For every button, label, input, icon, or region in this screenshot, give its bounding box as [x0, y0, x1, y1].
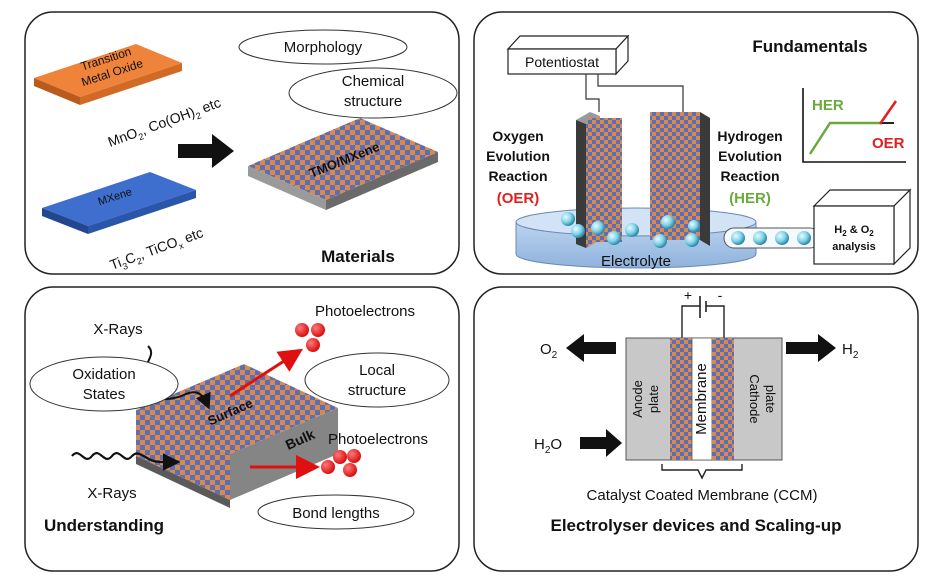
chemical-label-line1: Chemical: [342, 73, 405, 90]
local-label-line1: Local: [359, 362, 395, 379]
ccm-bracket: [661, 464, 743, 480]
h2-arrow: [786, 334, 836, 362]
power-circuit: + -: [681, 287, 725, 338]
potentiostat-box: Potentiostat: [506, 34, 630, 76]
oer-label-line1: Oxygen: [492, 128, 543, 144]
her-label-line3: Reaction: [720, 168, 779, 184]
chemical-label-line2: structure: [344, 93, 402, 110]
xrays-top-label: X-Rays: [93, 321, 142, 338]
understanding-title: Understanding: [44, 516, 164, 535]
photoelectrons-top-label: Photoelectrons: [315, 303, 415, 320]
wire-right: [597, 74, 684, 112]
chemical-oval: [288, 67, 458, 119]
photoelectron-cluster-top: [295, 323, 325, 352]
panel-fundamentals: Potentiostat Electrolyte: [473, 11, 919, 275]
anode-electrode: [576, 112, 622, 248]
analysis-label-line2: analysis: [832, 241, 875, 253]
electrolyser-cell: Membrane Anode plate Cathode plate: [625, 337, 783, 461]
photoelectron-arrow-top: [229, 348, 304, 398]
panel-understanding: Surface Bulk X-Rays X-Rays Photoelectron…: [24, 286, 460, 572]
analysis-box: H2 & O2 analysis: [812, 188, 912, 266]
cathode-label-line2: plate: [763, 385, 778, 413]
potentiostat-label: Potentiostat: [525, 54, 599, 70]
oxidation-label-line2: States: [83, 386, 126, 403]
o2-arrow: [566, 334, 616, 362]
bubbles: [561, 212, 700, 248]
xray-wave-bottom: [71, 452, 181, 471]
h2o-arrow: [580, 429, 622, 457]
her-label-line2: Evolution: [718, 148, 782, 164]
bond-lengths-oval: [257, 494, 415, 530]
her-abbr: (HER): [729, 190, 771, 207]
anode-label-line1: Anode: [630, 380, 645, 418]
cathode-label-line1: Cathode: [747, 374, 762, 423]
mxene-examples: Ti3C2, TiCOx etc: [108, 224, 207, 275]
panel-electrolyser: + - Membrane Anode plate Cathode plate C…: [473, 286, 919, 572]
electrolyser-title: Electrolyser devices and Scaling-up: [550, 516, 841, 535]
graph-her-label: HER: [812, 97, 844, 114]
morphology-label: Morphology: [284, 39, 363, 56]
materials-title: Materials: [321, 247, 395, 266]
fundamentals-title: Fundamentals: [752, 37, 867, 56]
plus-sign: +: [684, 287, 692, 303]
mxene-slab: MXene: [42, 172, 196, 234]
local-label-line2: structure: [348, 382, 406, 399]
gas-tube: [723, 227, 821, 249]
o2-label: O2: [540, 341, 558, 361]
electrolyte-bath: Electrolyte: [515, 207, 757, 270]
analysis-label-line1: H2 & O2: [834, 224, 874, 238]
wire-left: [585, 74, 600, 112]
sample-block: Surface Bulk: [136, 364, 338, 508]
membrane-label: Membrane: [693, 363, 710, 435]
photoelectrons-bottom-label: Photoelectrons: [328, 431, 428, 448]
h2-label: H2: [842, 341, 859, 361]
anode-label-line2: plate: [646, 385, 661, 413]
composite-slab: TMO/MXene: [248, 118, 438, 210]
local-structure-oval: [304, 352, 450, 408]
oxidation-label-line1: Oxidation: [72, 366, 135, 383]
cathode-electrode: [650, 112, 710, 246]
electrolyte-label: Electrolyte: [601, 253, 671, 270]
oer-label-line2: Evolution: [486, 148, 550, 164]
polarisation-graph: HER OER: [802, 88, 906, 163]
h2o-label: H2O: [534, 436, 562, 456]
oxidation-oval: [29, 356, 179, 412]
morphology-oval: [238, 29, 408, 65]
oer-abbr: (OER): [497, 190, 540, 207]
ccm-label: Catalyst Coated Membrane (CCM): [587, 487, 818, 504]
xrays-bottom-label: X-Rays: [87, 485, 136, 502]
oer-label-line3: Reaction: [488, 168, 547, 184]
minus-sign: -: [718, 287, 723, 303]
graph-oer-label: OER: [872, 135, 905, 152]
tmo-slab: Transition Metal Oxide: [34, 44, 182, 105]
photoelectron-cluster-bottom: [321, 449, 361, 477]
materials-arrow: [178, 134, 234, 168]
her-label-line1: Hydrogen: [717, 128, 782, 144]
panel-materials: Transition Metal Oxide MnO2, Co(OH)2 etc…: [24, 11, 460, 275]
bond-lengths-label: Bond lengths: [292, 505, 380, 522]
